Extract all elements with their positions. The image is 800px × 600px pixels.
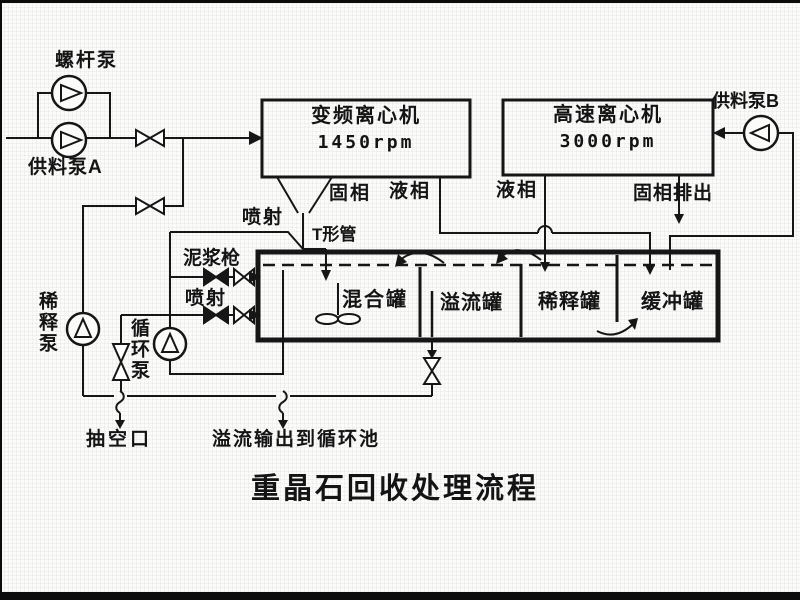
vfd-centrifuge-box xyxy=(260,98,472,179)
dilution-tank-label: 稀释罐 xyxy=(538,291,601,313)
solid-discharge-label: 固相排出 xyxy=(633,183,714,204)
liquid-phase-right-label: 液相 xyxy=(496,180,539,201)
jet-top-label: 喷射 xyxy=(242,207,285,228)
feed-pump-b-label: 供料泵B xyxy=(712,91,779,111)
hs-centrifuge-speed: 3000rpm xyxy=(559,131,657,152)
vfd-centrifuge-speed: 1450rpm xyxy=(317,132,415,153)
arrow-into-hs-centrifuge xyxy=(713,127,725,139)
arrow-mud-gun-into-tank xyxy=(249,271,261,283)
t-pipe-label: T形管 xyxy=(312,225,357,244)
screw-pump-symbol xyxy=(50,74,88,112)
left-border xyxy=(0,0,2,600)
buffer-tank-label: 缓冲罐 xyxy=(641,291,704,313)
top-border xyxy=(0,0,800,3)
overflow-arrow-1-head xyxy=(395,254,407,267)
valve-branch xyxy=(135,196,165,216)
arrow-vent-port xyxy=(115,420,125,429)
feed-pump-a-symbol xyxy=(50,121,88,159)
overflow-to-pool-label: 溢流输出到循环池 xyxy=(212,429,381,450)
arrow-overflow-drain xyxy=(427,350,437,359)
liquid-phase-left-label: 液相 xyxy=(389,181,432,202)
tank-outline xyxy=(255,249,721,343)
dilution-pump-label: 稀释泵 xyxy=(35,291,57,354)
bottom-border xyxy=(0,592,800,600)
arrow-jet-lower-into-tank xyxy=(249,309,261,321)
valve-overflow-drain xyxy=(422,357,442,385)
pipe-buffer-to-pump-b xyxy=(669,132,794,270)
break-squiggle-overflow-out xyxy=(278,390,288,421)
valve-vent-vertical xyxy=(111,343,131,381)
mixing-tank-label: 混合罐 xyxy=(342,289,408,311)
break-squiggle-vent xyxy=(115,390,125,421)
overflow-arrow-2-head xyxy=(496,251,508,264)
screw-pump-label: 螺杆泵 xyxy=(55,50,119,71)
jet-bottom-label: 喷射 xyxy=(185,288,228,309)
overflow-arrow-2-arc xyxy=(500,249,542,261)
arrow-liquid-hs-into-dilution xyxy=(540,262,550,272)
solid-phase-label: 固相 xyxy=(329,183,372,204)
overflow-arrow-1-arc xyxy=(399,251,445,264)
circulation-pump-label: 循环泵 xyxy=(127,318,149,381)
solid-discharge-funnel xyxy=(276,176,333,214)
circulation-pump-symbol xyxy=(152,326,188,362)
valve-jet-lower-filled xyxy=(203,305,229,325)
arrow-solid-discharge xyxy=(674,214,684,224)
dilution-pump-symbol xyxy=(65,311,101,347)
pipe-branch-dilution xyxy=(82,138,184,396)
hs-centrifuge-name: 高速离心机 xyxy=(553,104,663,126)
feed-pump-b-symbol xyxy=(742,114,780,152)
arrow-into-vfd-centrifuge xyxy=(249,131,263,145)
diagram-title: 重晶石回收处理流程 xyxy=(250,473,539,505)
vfd-centrifuge-name: 变频离心机 xyxy=(311,105,421,127)
underflow-arrow-3-arc xyxy=(596,322,635,336)
overflow-tank-label: 溢流罐 xyxy=(440,292,503,314)
valve-main-feed xyxy=(135,128,165,148)
vent-port-label: 抽空口 xyxy=(86,429,153,450)
mud-gun-label: 泥浆枪 xyxy=(183,248,241,269)
valve-mud-gun-filled xyxy=(203,267,229,287)
feed-pump-a-label: 供料泵A xyxy=(28,157,103,178)
arrow-overflow-out xyxy=(278,420,288,429)
underflow-arrow-3-head xyxy=(628,318,638,330)
arrow-liquid-vfd-into-buffer xyxy=(645,265,655,275)
high-speed-centrifuge-box xyxy=(501,98,715,177)
arrow-t-pipe-into-tank xyxy=(321,270,331,281)
agitator-symbol xyxy=(315,283,361,325)
